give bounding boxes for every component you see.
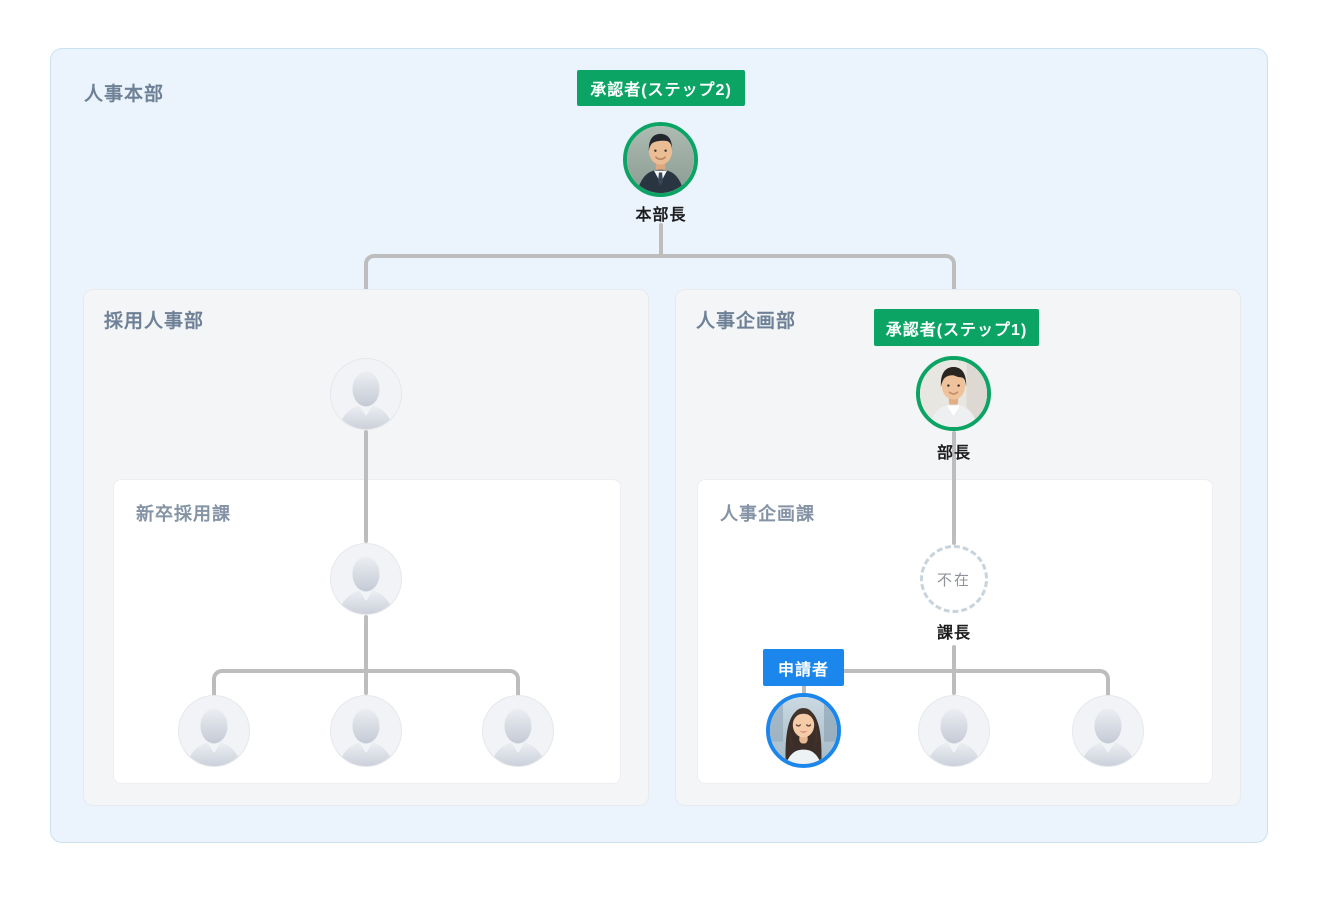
person-silhouette-icon xyxy=(330,695,402,767)
person-silhouette-icon xyxy=(330,543,402,615)
placeholder-avatar[interactable] xyxy=(482,695,554,767)
placeholder-avatar[interactable] xyxy=(330,695,402,767)
connector-recruit-stem xyxy=(364,430,368,543)
person-silhouette-icon xyxy=(918,695,990,767)
person-silhouette-icon xyxy=(1072,695,1144,767)
applicant-badge-label: 申請者 xyxy=(777,661,829,679)
approver-step1-label: 承認者(ステップ1) xyxy=(885,321,1028,339)
connector-planning-bracket xyxy=(802,669,1110,695)
section-planning-title: 人事企画課 xyxy=(720,504,815,524)
section-lead-absent-circle[interactable]: 不在 xyxy=(920,545,988,613)
hq-director-label: 本部長 xyxy=(635,207,687,224)
approver-step2-badge: 承認者(ステップ2) xyxy=(577,70,745,106)
dept-manager-portrait-icon xyxy=(920,360,987,427)
connector-hq-bracket xyxy=(364,254,956,289)
placeholder-avatar[interactable] xyxy=(918,695,990,767)
approver-step1-badge: 承認者(ステップ1) xyxy=(874,309,1039,346)
person-silhouette-icon xyxy=(482,695,554,767)
hq-director-avatar[interactable] xyxy=(623,122,698,197)
hq-container: 人事本部 採用人事部 人事企画部 新卒採用課 人事企画課 承認者(ステップ2) xyxy=(50,48,1268,843)
applicant-badge: 申請者 xyxy=(763,649,844,686)
placeholder-avatar[interactable] xyxy=(330,543,402,615)
placeholder-avatar[interactable] xyxy=(330,358,402,430)
section-newgrad-title: 新卒採用課 xyxy=(136,504,231,524)
hq-title: 人事本部 xyxy=(84,84,165,105)
dept-planning-title: 人事企画部 xyxy=(696,311,797,332)
applicant-portrait-icon xyxy=(770,697,837,764)
person-silhouette-icon xyxy=(330,358,402,430)
dept-recruitment-title: 採用人事部 xyxy=(104,311,205,332)
placeholder-avatar[interactable] xyxy=(178,695,250,767)
approver-step2-label: 承認者(ステップ2) xyxy=(590,82,732,99)
connector-newgrad-stem xyxy=(364,615,368,695)
absent-status-label: 不在 xyxy=(936,571,971,589)
connector-hq-stem xyxy=(659,223,663,258)
connector-planning-stem xyxy=(952,431,956,545)
hq-director-portrait-icon xyxy=(627,126,694,193)
dept-manager-label: 部長 xyxy=(936,445,971,462)
section-lead-label: 課長 xyxy=(936,625,971,642)
person-silhouette-icon xyxy=(178,695,250,767)
dept-manager-avatar[interactable] xyxy=(916,356,991,431)
placeholder-avatar[interactable] xyxy=(1072,695,1144,767)
applicant-avatar[interactable] xyxy=(766,693,841,768)
connector-newgrad-bracket xyxy=(212,669,520,695)
